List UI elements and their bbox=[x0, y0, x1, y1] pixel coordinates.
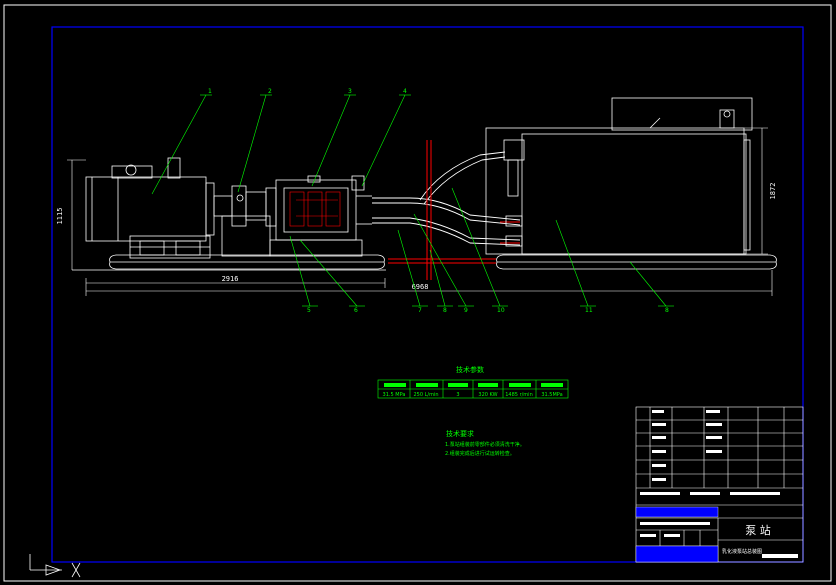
dim-left-width: 2916 bbox=[222, 275, 239, 283]
tech-req-title: 技术要求 bbox=[446, 429, 474, 438]
part-number-11: 11 bbox=[585, 307, 593, 314]
hoses bbox=[372, 151, 521, 246]
tech-params-header-marks bbox=[384, 383, 563, 387]
pump-red-detail bbox=[289, 191, 341, 227]
coupling bbox=[213, 185, 271, 257]
skid-base-right bbox=[496, 254, 777, 270]
red-piping bbox=[388, 140, 520, 280]
param-count: 3 bbox=[456, 392, 459, 398]
part-number-5: 5 bbox=[307, 307, 311, 314]
dimension-lines bbox=[67, 127, 773, 296]
plunger-pump bbox=[265, 175, 372, 257]
param-pressure: 31.5 MPa bbox=[383, 392, 406, 398]
tech-req-item-2: 2.组装完成后进行试运转检查。 bbox=[445, 450, 515, 457]
title-block-fills bbox=[640, 410, 798, 558]
part-number-1: 1 bbox=[208, 88, 212, 95]
param-speed: 1485 r/min bbox=[505, 392, 532, 398]
motor bbox=[85, 157, 215, 259]
ucs-axis-icon bbox=[29, 554, 81, 578]
param-rated: 31.5MPa bbox=[541, 392, 562, 398]
drawing-frame bbox=[51, 26, 804, 563]
tech-params-table bbox=[377, 379, 569, 399]
title-block-blue-cells bbox=[635, 506, 719, 563]
skid-base-left bbox=[72, 254, 386, 271]
part-number-8: 8 bbox=[443, 307, 447, 314]
emulsion-tank bbox=[485, 97, 753, 255]
param-power: 320 KW bbox=[478, 392, 497, 398]
part-number-10: 10 bbox=[497, 307, 505, 314]
part-number-7: 7 bbox=[418, 307, 422, 314]
dim-left-height: 1115 bbox=[56, 208, 64, 225]
tech-params-title: 技术参数 bbox=[456, 365, 484, 374]
dim-right-height: 1872 bbox=[769, 183, 777, 200]
drawing-name: 泵 站 bbox=[745, 523, 771, 537]
tech-params-values: 31.5 MPa 250 L/min 3 320 KW 1485 r/min 3… bbox=[383, 392, 563, 398]
title-block bbox=[635, 406, 804, 563]
drawing-subtitle: 乳化液泵站总装图 bbox=[722, 548, 762, 555]
leader-lines bbox=[151, 94, 674, 307]
part-number-8b: 8 bbox=[665, 307, 669, 314]
outer-border bbox=[3, 4, 832, 582]
part-number-labels: 1 2 3 4 5 6 7 8 9 10 11 8 bbox=[208, 88, 669, 314]
part-number-4: 4 bbox=[403, 88, 407, 95]
tech-req-item-1: 1.泵站组装前零部件必须清洗干净。 bbox=[445, 441, 525, 448]
dim-total-width: 6968 bbox=[412, 283, 429, 291]
part-number-2: 2 bbox=[268, 88, 272, 95]
param-flow: 250 L/min bbox=[413, 392, 438, 398]
part-number-9: 9 bbox=[464, 307, 468, 314]
part-number-6: 6 bbox=[354, 307, 358, 314]
part-number-3: 3 bbox=[348, 88, 352, 95]
